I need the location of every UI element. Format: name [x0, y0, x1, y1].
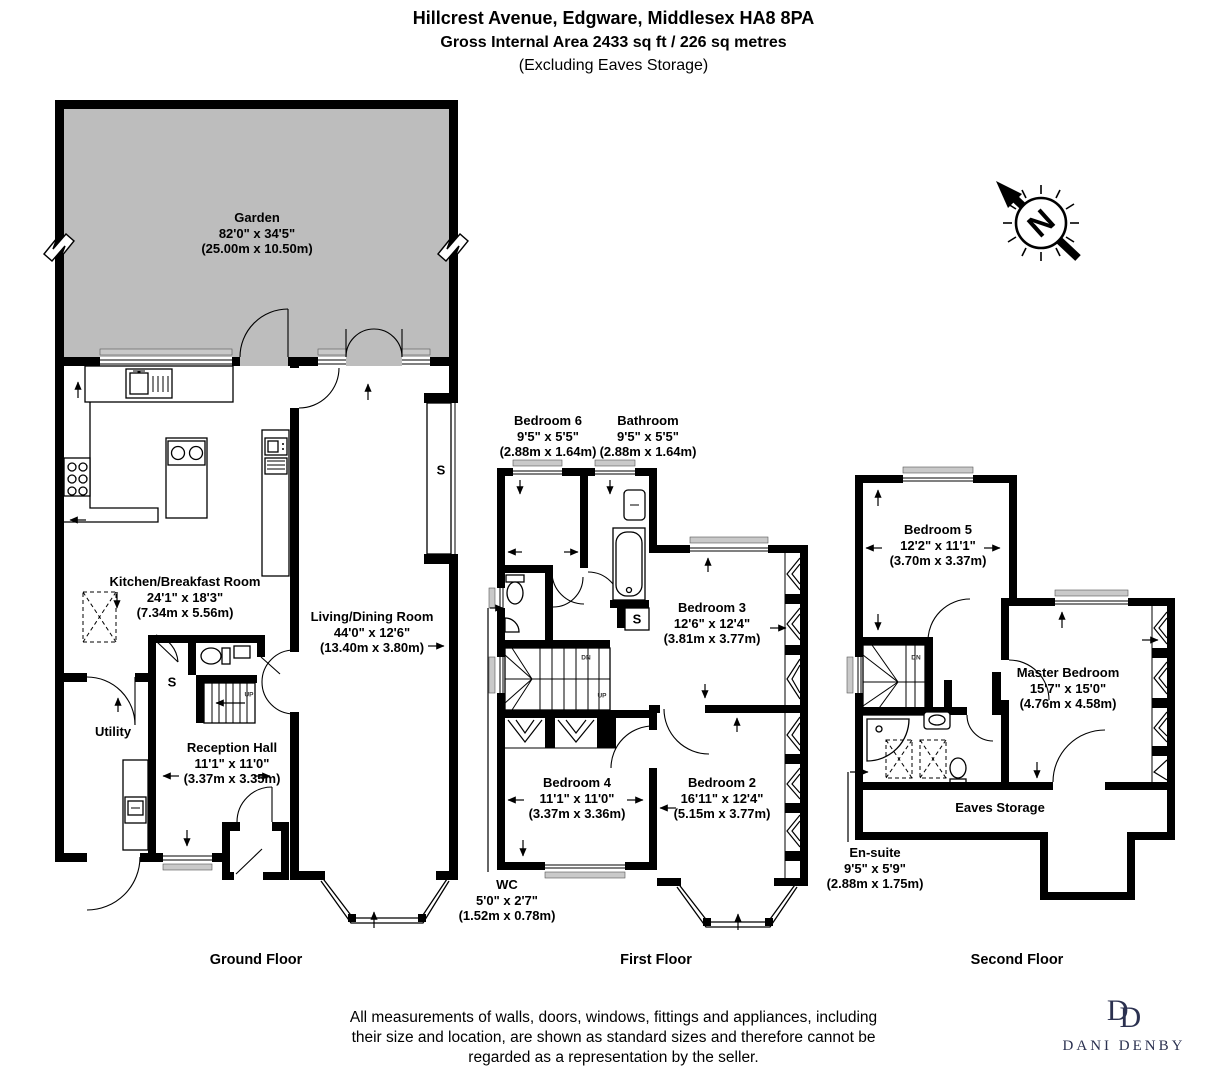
disclaimer-text: All measurements of walls, doors, window… — [349, 1009, 878, 1066]
compass-icon: N — [996, 181, 1081, 261]
stairs-up-label: UP — [597, 692, 607, 700]
caption-second-floor: Second Floor — [970, 952, 1064, 968]
garden-area — [55, 100, 458, 366]
room-label-bedroom6: Bedroom 6 9'5" x 5'5" (2.88m x 1.64m) — [499, 413, 597, 459]
second-floor-plan — [846, 466, 1175, 900]
utility-sink-icon — [124, 796, 147, 824]
room-label-garden: Garden 82'0" x 34'5" (25.00m x 10.50m) — [201, 210, 313, 256]
toilet-icon — [949, 757, 967, 779]
stairs-up-label: UP — [244, 691, 254, 699]
basin-icon — [233, 645, 251, 659]
first-floor-plan — [487, 459, 808, 930]
caption-ground-floor: Ground Floor — [209, 952, 303, 968]
title-address: Hillcrest Avenue, Edgware, Middlesex HA8… — [412, 8, 815, 28]
corner-basin-icon — [504, 617, 520, 633]
stairs-down-label: DN — [581, 654, 591, 662]
room-label-bedroom4: Bedroom 4 11'1" x 11'0" (3.37m x 3.36m) — [528, 775, 626, 821]
room-label-bedroom3: Bedroom 3 12'6" x 12'4" (3.81m x 3.77m) — [663, 600, 761, 646]
room-label-master-bedroom: Master Bedroom 15'7" x 15'0" (4.76m x 4.… — [1016, 665, 1120, 711]
stairs-down-label: DN — [911, 654, 921, 662]
wall-break-icon — [43, 233, 75, 262]
storage-mark: S — [167, 674, 177, 690]
title-note: (Excluding Eaves Storage) — [518, 57, 709, 74]
room-label-eaves-storage: Eaves Storage — [955, 800, 1045, 815]
kitchen-counter — [84, 365, 234, 403]
toilet-icon — [200, 647, 222, 665]
room-label-reception-hall: Reception Hall 11'1" x 11'0" (3.37m x 3.… — [183, 740, 281, 786]
garden-door-arc — [239, 308, 289, 358]
wall-break-icon — [437, 233, 469, 262]
room-label-living-dining: Living/Dining Room 44'0" x 12'6" (13.40m… — [310, 609, 434, 655]
front-door-leaf — [235, 848, 263, 875]
room-label-bathroom: Bathroom 9'5" x 5'5" (2.88m x 1.64m) — [599, 413, 697, 459]
logo-monogram: DD — [1106, 994, 1142, 1034]
room-label-wc: WC 5'0" x 2'7" (1.52m x 0.78m) — [458, 877, 556, 923]
side-door-arc — [86, 856, 141, 911]
staircase — [203, 682, 256, 724]
ground-floor-plan — [43, 100, 469, 928]
caption-first-floor: First Floor — [620, 952, 692, 968]
title-area: Gross Internal Area 2433 sq ft / 226 sq … — [440, 34, 787, 51]
kitchen-sink — [125, 368, 173, 399]
toilet-tank — [505, 574, 525, 583]
freezer-icon — [264, 457, 288, 475]
toilet-icon — [506, 581, 524, 605]
fridge-icon — [264, 437, 288, 456]
staircase — [862, 644, 926, 716]
agency-logo: DD DANI DENBY — [1054, 994, 1194, 1055]
storage-mark: S — [436, 462, 446, 478]
room-label-bedroom5: Bedroom 5 12'2" x 11'1" (3.70m x 3.37m) — [889, 522, 987, 568]
room-label-ensuite: En-suite 9'5" x 5'9" (2.88m x 1.75m) — [826, 845, 924, 891]
room-label-kitchen: Kitchen/Breakfast Room 24'1" x 18'3" (7.… — [109, 574, 261, 620]
room-label-utility: Utility — [94, 724, 132, 739]
rooflight-icon — [82, 591, 117, 643]
room-label-bedroom2: Bedroom 2 16'11" x 12'4" (5.15m x 3.77m) — [673, 775, 771, 821]
toilet-tank — [221, 647, 231, 665]
kitchen-island — [165, 437, 208, 519]
logo-name: DANI DENBY — [1062, 1038, 1186, 1054]
storage-mark: S — [632, 611, 642, 627]
bathtub-icon — [612, 527, 646, 601]
